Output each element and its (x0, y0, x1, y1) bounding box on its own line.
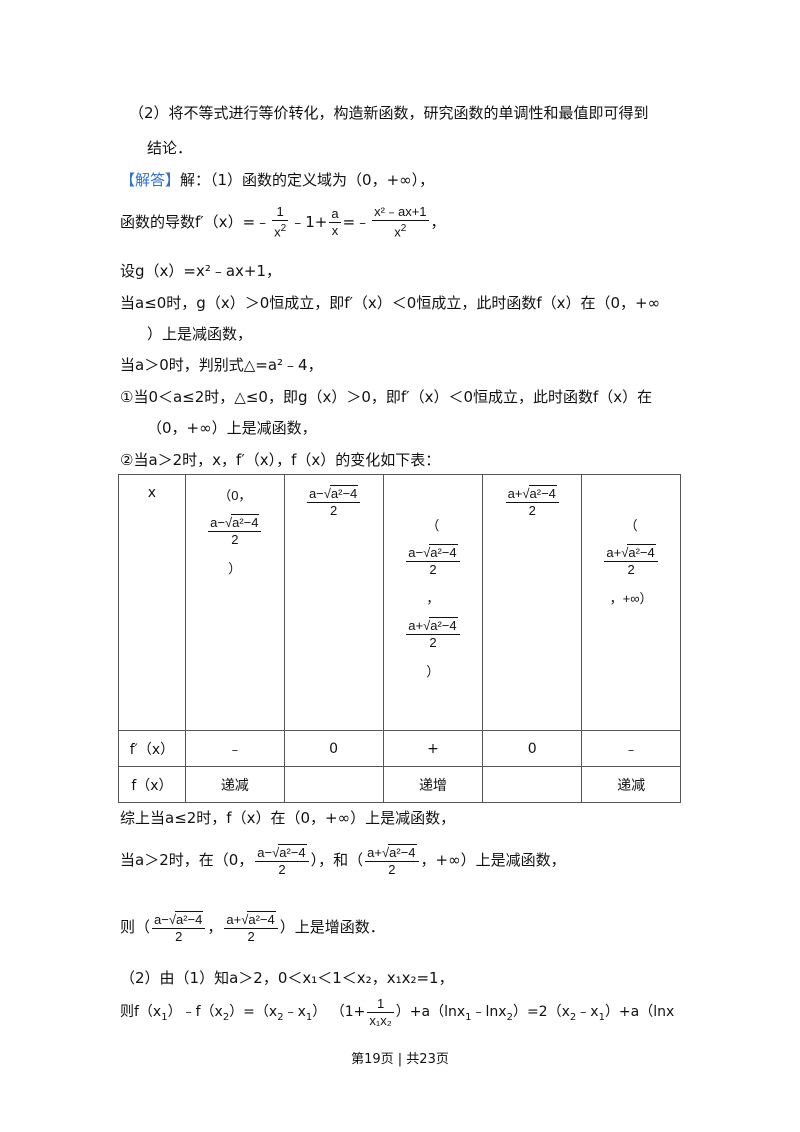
table-cell: 递增 (382, 766, 484, 803)
text-line: （0，+∞）上是减函数， (147, 419, 317, 437)
text-line: ①当0＜a≤2时，△≤0，即g（x）＞0，即f′（x）＜0恒成立，此时函数f（x… (120, 388, 653, 406)
table-cell: + (382, 730, 484, 767)
text-line: ②当a＞2时，x，f′（x），f（x）的变化如下表： (120, 451, 441, 469)
table-cell: 递减 (581, 766, 681, 803)
table-cell (283, 766, 384, 803)
text-line: 当a≤0时，g（x）＞0恒成立，即f′（x）＜0恒成立，此时函数f（x）在（0，… (120, 294, 661, 312)
text-line: 当a＞0时，判别式△=a²﹣4， (120, 356, 323, 374)
table-cell: 递减 (184, 766, 285, 803)
text-line: 【解答】解：（1）函数的定义域为（0，+∞）， (120, 171, 435, 189)
table-row: f（x） 递减 递增 递减 (118, 766, 681, 803)
table-cell (482, 766, 583, 803)
page-footer: 第19页 | 共23页 (351, 1052, 449, 1067)
table-cell: f′（x） (118, 730, 186, 767)
text-line: ）上是减函数， (147, 325, 253, 343)
text-line: 综上当a≤2时，f（x）在（0，+∞）上是减函数， (120, 809, 456, 827)
table-cell: f（x） (118, 766, 186, 803)
text-line: （2）将不等式进行等价转化，构造新函数，研究函数的单调性和最值即可得到 (129, 104, 649, 122)
text-line: 结论． (147, 139, 193, 157)
table-cell: 0 (283, 730, 384, 767)
table-cell: x (118, 474, 186, 731)
text-line: （2）由（1）知a＞2，0＜x₁＜1＜x₂，x₁x₂=1， (120, 969, 454, 987)
table-cell: ﹣ (581, 730, 681, 767)
table-row: f′（x） ﹣ 0 + 0 ﹣ (118, 730, 681, 767)
table-cell: ﹣ (184, 730, 285, 767)
answer-tag: 【解答】 (120, 171, 181, 189)
table-cell: 0 (482, 730, 583, 767)
text-line: 设g（x）=x²﹣ax+1， (120, 262, 282, 280)
